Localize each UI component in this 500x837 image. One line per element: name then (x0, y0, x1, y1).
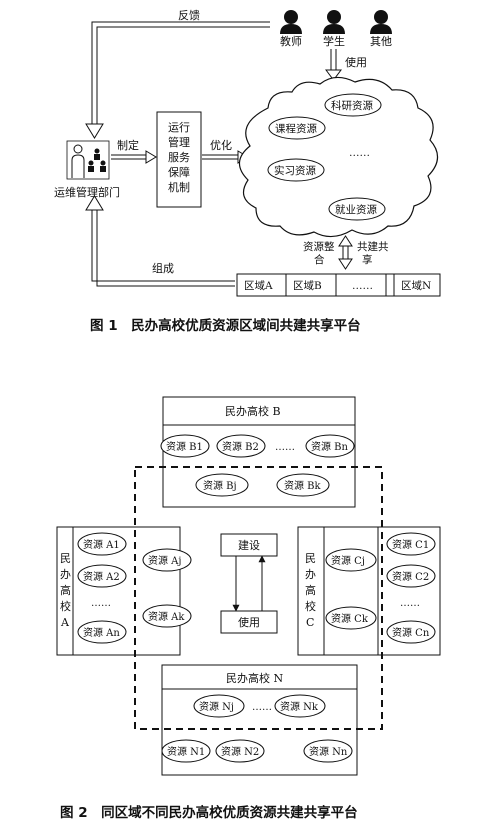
school-a-title-4: 校 (60, 599, 71, 613)
cobuild-label-2: 享 (362, 253, 373, 266)
optimize-label: 优化 (210, 138, 232, 152)
figure-2 (56, 396, 441, 776)
resource-c-ellipsis: …… (400, 598, 420, 609)
resource-ck: 资源 Ck (331, 612, 369, 625)
region-b: 区域B (293, 279, 322, 292)
school-a-title-5: A (60, 616, 70, 629)
integrate-label-1: 资源整 (303, 240, 335, 253)
figure-1 (66, 10, 441, 297)
other-user-icon (370, 10, 392, 34)
build-use-cycle (220, 533, 278, 634)
school-a-title-1: 民 (60, 552, 71, 565)
resource-a-ellipsis: …… (91, 598, 111, 609)
mechanism-line-2: 管理 (168, 135, 190, 149)
use-label-2: 使用 (238, 616, 260, 629)
figure-2-caption: 图 2 同区域不同民办高校优质资源共建共享平台 (60, 804, 358, 821)
integrate-label-2: 合 (314, 253, 325, 266)
use-arrow (325, 49, 342, 81)
school-b-title: 民办高校 B (225, 404, 281, 418)
compose-arrow (85, 195, 235, 287)
region-ellipsis: …… (352, 280, 373, 292)
use-box (220, 610, 278, 634)
region-boxes (236, 273, 441, 297)
mechanism-box (156, 111, 202, 208)
resource-cn: 资源 Cn (392, 626, 430, 639)
school-n-panel (161, 664, 358, 776)
cloud-intern-resource: 实习资源 (274, 164, 316, 177)
resource-bk: 资源 Bk (284, 479, 322, 492)
dept-label: 运维管理部门 (54, 185, 120, 199)
teacher-icon (280, 10, 302, 34)
use-label: 使用 (345, 56, 367, 69)
student-icon (323, 10, 345, 34)
resource-b2: 资源 B2 (222, 440, 259, 453)
user-icons (280, 10, 392, 34)
resource-b-ellipsis: …… (275, 442, 295, 453)
resource-aj: 资源 Aj (148, 554, 182, 567)
build-label: 建设 (238, 538, 260, 552)
resource-n2: 资源 N2 (221, 745, 259, 758)
user-other-label: 其他 (370, 35, 392, 48)
mechanism-line-1: 运行 (168, 121, 190, 134)
school-a-title-2: 办 (60, 568, 71, 581)
integrate-arrow (338, 235, 353, 270)
resource-ak: 资源 Ak (148, 610, 185, 623)
resource-an: 资源 An (83, 626, 120, 639)
cloud-job-resource: 就业资源 (335, 203, 377, 216)
resource-b1: 资源 B1 (166, 440, 203, 453)
dept-icon (66, 140, 110, 180)
school-a-panel (56, 526, 192, 656)
make-label: 制定 (117, 138, 139, 152)
user-teacher-label: 教师 (280, 35, 302, 48)
school-c-title-3: 高 (305, 583, 316, 597)
feedback-arrow (85, 21, 270, 139)
build-box (220, 533, 278, 557)
mechanism-line-3: 服务 (168, 151, 190, 164)
resource-nn: 资源 Nn (309, 745, 348, 758)
mechanism-line-4: 保障 (168, 165, 190, 179)
region-a: 区域A (244, 279, 273, 292)
school-a-title-3: 高 (60, 583, 71, 597)
cobuild-label-1: 共建共 (357, 240, 389, 253)
resource-n1: 资源 N1 (167, 745, 205, 758)
cloud-resource-ellipses (267, 93, 386, 221)
user-student-label: 学生 (323, 34, 345, 48)
cloud-research-resource: 科研资源 (331, 99, 373, 112)
resource-cj: 资源 Cj (331, 554, 365, 567)
school-c-title-4: 校 (305, 599, 316, 613)
resource-n-ellipsis: …… (252, 702, 272, 713)
cloud-ellipsis: …… (349, 147, 370, 159)
school-c-title-1: 民 (305, 552, 316, 565)
resource-a1: 资源 A1 (83, 538, 120, 551)
school-n-title: 民办高校 N (226, 671, 283, 685)
resource-bn: 资源 Bn (311, 440, 349, 453)
figure-2-text: 民办高校 B 资源 B1 资源 B2 …… 资源 Bn 资源 Bj 资源 Bk … (60, 404, 430, 821)
school-b-panel (160, 396, 356, 508)
make-arrow (111, 150, 157, 164)
shared-region-dashed (134, 466, 383, 730)
resource-c2: 资源 C2 (392, 570, 429, 583)
figure-1-caption: 图 1 民办高校优质资源区域间共建共享平台 (90, 317, 361, 334)
mechanism-line-5: 机制 (168, 180, 190, 194)
region-n: 区域N (401, 279, 431, 292)
school-c-title-5: C (306, 616, 314, 629)
feedback-label: 反馈 (178, 9, 200, 22)
school-c-panel (297, 526, 441, 656)
compose-label: 组成 (152, 261, 174, 275)
cloud-course-resource: 课程资源 (275, 122, 317, 135)
resource-nj: 资源 Nj (199, 700, 234, 713)
school-c-title-2: 办 (305, 568, 316, 581)
resource-bj: 资源 Bj (203, 479, 237, 492)
resource-c1: 资源 C1 (392, 538, 429, 551)
figure-1-text: 反馈 教师 学生 其他 使用 运维管理部门 制定 运行 管理 服务 保障 机制 … (54, 9, 431, 334)
resource-nk: 资源 Nk (280, 700, 319, 713)
resource-a2: 资源 A2 (83, 570, 120, 583)
